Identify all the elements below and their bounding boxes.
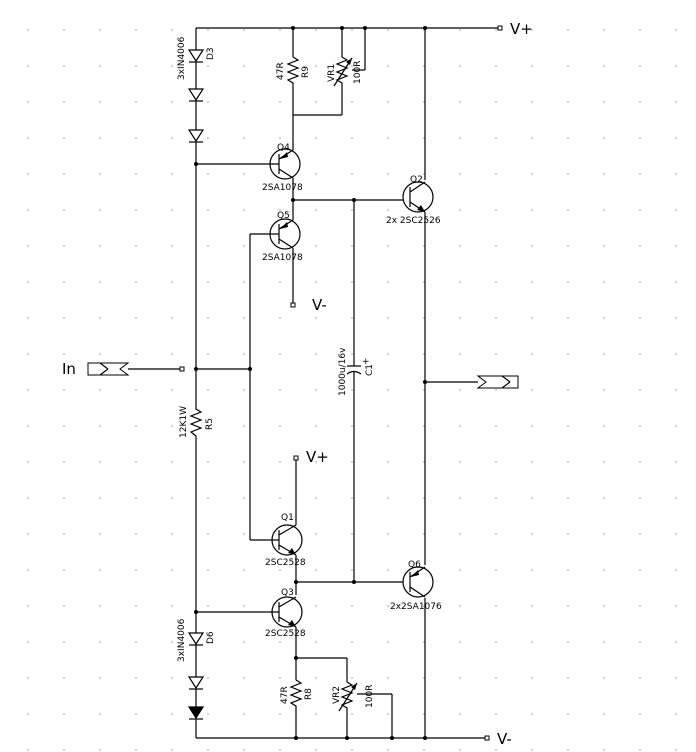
diode-d3-string — [187, 49, 205, 143]
c1-value: 1000u/16v — [338, 347, 348, 396]
q1-collector-terminal — [293, 455, 299, 461]
output-column — [423, 26, 478, 740]
r5-ref: R5 — [205, 418, 215, 430]
transistor-q4 — [196, 145, 301, 220]
transistor-q3 — [194, 596, 303, 680]
vminus-label-bottom: V- — [497, 730, 512, 748]
junction-dot — [291, 26, 295, 30]
input-terminal — [179, 366, 185, 372]
d6-ref: D6 — [206, 631, 216, 644]
q1-ref: Q1 — [281, 513, 294, 523]
c1-polarity: + — [362, 357, 370, 367]
lower-drive-node — [294, 580, 410, 584]
q3-ref: Q3 — [281, 588, 294, 598]
junction-dot — [248, 367, 252, 371]
junction-dot — [194, 162, 198, 166]
q6-value: 2x2SA1076 — [390, 602, 442, 612]
vplus-label-top: V+ — [510, 20, 533, 38]
q4-ref: Q4 — [277, 143, 290, 153]
resistor-r5 — [189, 405, 203, 440]
output-port[interactable] — [476, 375, 519, 389]
transistor-q6 — [402, 566, 434, 598]
q5-collector-terminal — [290, 302, 296, 308]
junction-dot — [194, 367, 198, 371]
r8-ref: R8 — [304, 688, 314, 700]
input-port[interactable] — [87, 362, 130, 376]
transistor-q1 — [268, 460, 303, 595]
diode-d6-string — [187, 632, 205, 720]
vr1-value: 100R — [353, 61, 363, 84]
vminus-label-q5: V- — [312, 296, 327, 314]
transistor-q5 — [268, 218, 301, 303]
vr2-ref: VR2 — [332, 686, 342, 704]
q2-ref: Q2 — [410, 175, 423, 185]
q1-value: 2SC2528 — [265, 558, 306, 568]
bottom-trim-network — [289, 656, 394, 740]
r5-value: 12K1W — [179, 406, 189, 438]
top-trim-network — [286, 28, 366, 145]
r9-value: 47R — [276, 62, 286, 80]
q2-value: 2x 2SC2526 — [386, 216, 441, 226]
junction-dot — [340, 26, 344, 30]
vminus-rail — [196, 735, 490, 741]
junction-dot — [363, 26, 367, 30]
q6-ref: Q6 — [408, 560, 421, 570]
transistor-q2 — [402, 181, 434, 213]
q3-value: 2SC2528 — [265, 629, 306, 639]
upper-drive-node — [291, 198, 410, 202]
vr2-value: 100R — [365, 685, 375, 708]
c1-ref: C1 — [365, 364, 375, 376]
vr1-ref: VR1 — [327, 64, 337, 82]
d3-ref: D3 — [206, 47, 216, 60]
vplus-rail — [196, 25, 503, 31]
input-label: In — [62, 360, 76, 378]
q4-value: 2SA1078 — [262, 183, 303, 193]
q5-value: 2SA1078 — [262, 253, 303, 263]
driver-base-wires — [196, 233, 268, 541]
capacitor-c1 — [346, 200, 362, 582]
r9-ref: R9 — [301, 66, 311, 78]
q5-ref: Q5 — [277, 211, 290, 221]
d6-value: 3xIN4006 — [177, 618, 187, 662]
vplus-label-q1: V+ — [306, 448, 329, 466]
d3-value: 3xIN4006 — [177, 36, 187, 80]
r8-value: 47R — [280, 686, 290, 704]
